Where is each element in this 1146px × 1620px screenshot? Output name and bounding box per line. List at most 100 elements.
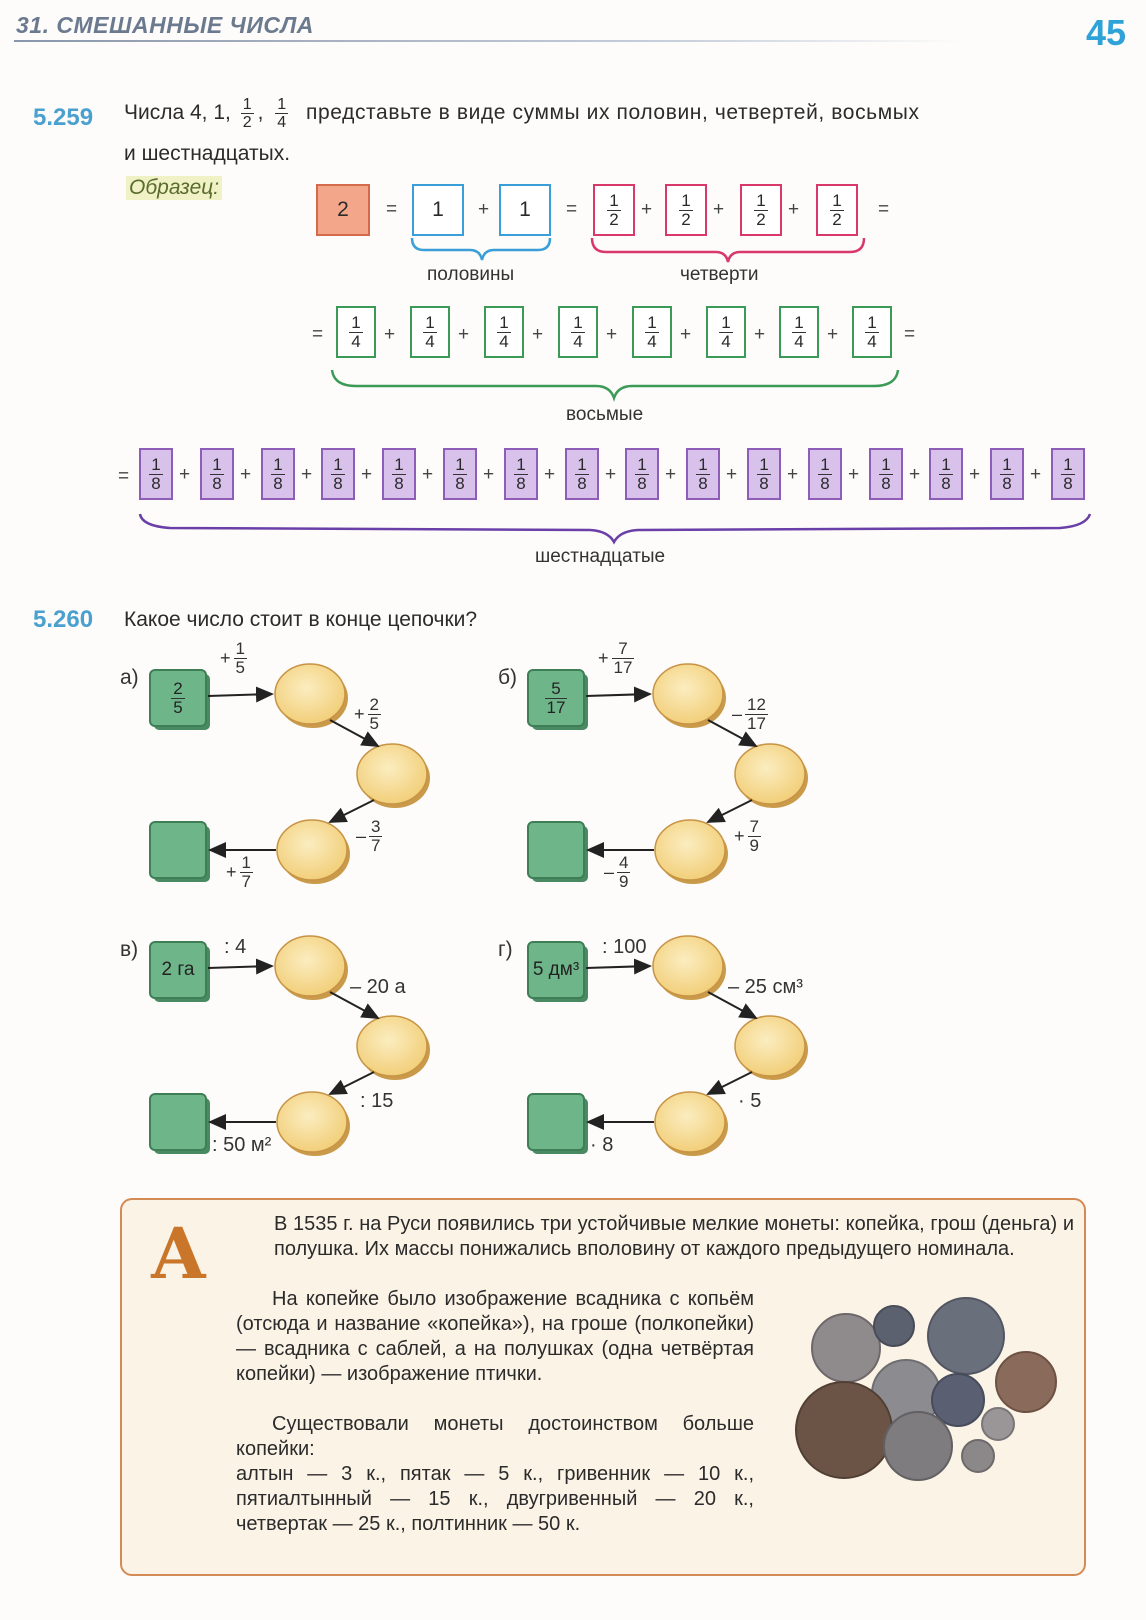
quarter-frac-7-den: 4 [792,331,806,351]
plus-eighth-3: + [301,464,313,485]
chain-g-start-value: 5 дм³ [532,959,580,980]
chain-a-op3-frac-den: 7 [369,836,383,855]
chain-g-end-box [527,1093,585,1151]
chain-b-op4-sign: – [604,862,615,882]
chain-v-oval-2 [356,1015,428,1077]
chain-v-end-box [149,1093,207,1151]
chain-a-op1-frac-num: 1 [235,639,245,658]
chain-a-oval-2 [356,743,428,805]
exercise-260-question: Какое число стоит в конце цепочки? [124,608,478,631]
chain-v-letter: в) [120,938,139,961]
chain-b-op4-frac-den: 9 [617,872,631,891]
eighth-frac-11-num: 1 [759,454,769,474]
plus-eighth-13: + [909,464,921,485]
plus-eighth-7: + [544,464,556,485]
eighth-frac-13-num: 1 [881,454,891,474]
plus-ones: + [478,199,490,220]
eighth-frac-12-num: 1 [820,454,830,474]
half-frac-2-num: 1 [681,190,691,210]
eighth-frac-7-num: 1 [516,454,526,474]
quarter-frac-7-num: 1 [794,312,804,332]
chain-g-op2-label: – 25 см³ [728,976,803,998]
eighth-frac-16-num: 1 [1063,454,1073,474]
plus-quarter-5: + [680,324,692,345]
plus-quarter-4: + [606,324,618,345]
chain-a-arrow-1 [207,686,274,703]
plus-quarter-3: + [532,324,544,345]
chain-b-arrow-1 [585,686,652,703]
eighth-frac-5-den: 8 [392,473,406,493]
eighth-frac-6-den: 8 [453,473,467,493]
chain-v-arrow-1 [207,958,274,975]
plus-eighth-12: + [848,464,860,485]
chain-a-arrow-2 [329,719,380,747]
half-frac-4-num: 1 [832,190,842,210]
chain-g-arrow-3 [706,1071,753,1095]
eighth-frac-2-den: 8 [210,473,224,493]
quarter-frac-1-num: 1 [351,312,361,332]
chain-a-op3-sign: – [356,826,367,846]
info-paragraph-4: алтын — 3 к., пятак — 5 к., гривенник — … [236,1463,754,1535]
chain-g-arrow-2 [707,991,758,1019]
plus-quarter-7: + [827,324,839,345]
chain-b-oval-1 [652,663,724,725]
chain-b-op2-sign: – [732,704,743,724]
chain-b-end-box [527,821,585,879]
eighth-frac-3-den: 8 [271,473,285,493]
eighth-frac-1-den: 8 [149,473,163,493]
chains-group [149,663,808,1156]
chain-b-op1-sign: + [598,648,609,668]
quarter-frac-3-den: 4 [497,331,511,351]
chapter-title: 31. СМЕШАННЫЕ ЧИСЛА [16,12,314,38]
plus-eighth-4: + [361,464,373,485]
chain-a-op2-frac-den: 5 [367,714,381,733]
chain-b-op2-frac-den: 17 [745,714,768,733]
label-sixteenths: шестнадцатые [535,546,666,567]
chain-b-op1-frac-num: 7 [618,639,628,658]
equals-1: = [386,199,398,220]
chain-b-arrow-3 [706,799,753,823]
chain-a-op2-sign: + [354,704,365,724]
chain-a-op1-frac-den: 5 [233,658,247,677]
